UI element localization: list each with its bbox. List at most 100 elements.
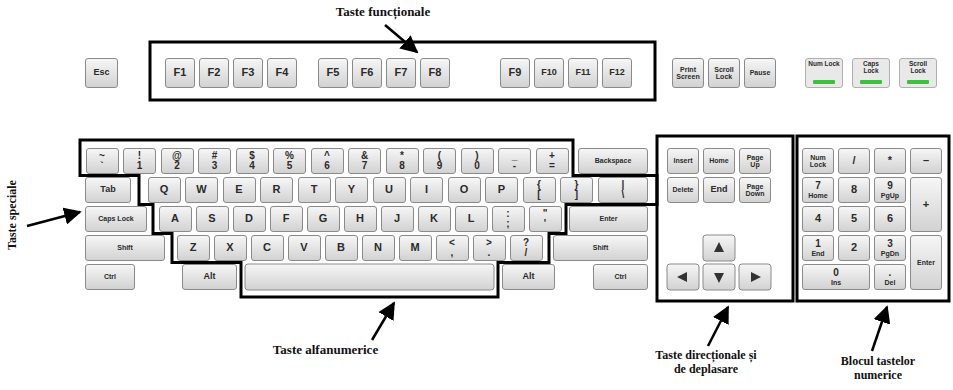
key-label: \ xyxy=(622,190,625,201)
key-cap: Alt xyxy=(182,264,237,290)
key-label: 5 xyxy=(287,161,293,172)
key-label: S xyxy=(208,213,215,225)
key-label: , xyxy=(451,248,454,259)
key-cap: 0Ins xyxy=(802,264,870,290)
key-label: > xyxy=(486,238,492,249)
key-label: K xyxy=(430,213,438,225)
key-label: F3 xyxy=(242,67,255,79)
key-cap: Num Lock xyxy=(802,148,834,174)
key-cap: Enter xyxy=(569,206,648,232)
key-label: Home xyxy=(709,157,728,164)
key-label: F6 xyxy=(361,67,374,79)
key-cap: * xyxy=(874,148,906,174)
key-label: C xyxy=(263,242,271,254)
group-label-text: Taste speciale xyxy=(5,180,19,250)
key-label: * xyxy=(888,155,892,167)
key-label: 9 xyxy=(437,161,443,172)
key-cap: + xyxy=(910,177,942,232)
key-cap: {[ xyxy=(523,177,556,203)
key-cap: Scroll Lock xyxy=(708,58,740,88)
key-label: J xyxy=(394,213,400,225)
key-cap: Page Up xyxy=(739,148,771,174)
key-label: R xyxy=(273,184,281,196)
key-label: Insert xyxy=(673,157,692,164)
key-label: $ xyxy=(249,151,255,162)
key-label: 1 xyxy=(815,239,821,250)
key-label: 2 xyxy=(851,242,857,254)
key-label: ? xyxy=(523,238,529,249)
key-cap: P xyxy=(485,177,518,203)
key-label: PgDn xyxy=(881,250,899,257)
key-cap: Ctrl xyxy=(593,264,648,290)
key-label: Q xyxy=(160,184,169,196)
key-label: Shift xyxy=(593,244,609,251)
key-cap: _- xyxy=(498,148,531,174)
key-cap: F5 xyxy=(318,58,348,88)
key-cap: Insert xyxy=(667,148,699,174)
key-cap: M xyxy=(399,235,432,261)
key-cap: 2 xyxy=(838,235,870,261)
key-label: Scroll Lock xyxy=(711,66,737,81)
key-cap: O xyxy=(448,177,481,203)
key-cap: !1 xyxy=(123,148,156,174)
key-cap: N xyxy=(362,235,395,261)
group-label-text: Taste alfanumerice xyxy=(273,342,378,357)
key-label: End xyxy=(711,185,728,194)
group-label: Taste speciale xyxy=(6,160,22,270)
key-cap: Esc xyxy=(85,58,118,88)
key-label: O xyxy=(460,184,469,196)
key-label: 3 xyxy=(212,161,218,172)
key-cap: 3PgDn xyxy=(874,235,906,261)
key-cap: |\ xyxy=(598,177,648,203)
group-label: Taste direcționale și de deplasare xyxy=(650,349,762,377)
key-cap: ^6 xyxy=(311,148,344,174)
key-label: 0 xyxy=(833,268,839,279)
key-label: F4 xyxy=(276,67,289,79)
key-label: Shift xyxy=(117,244,133,251)
key-label: + xyxy=(923,199,929,211)
key-cap: <, xyxy=(436,235,469,261)
key-label: Caps Lock xyxy=(98,215,133,222)
key-cap: Tab xyxy=(85,177,131,203)
key-cap: F2 xyxy=(199,58,229,88)
key-label: 7 xyxy=(815,181,821,192)
key-cap: F3 xyxy=(233,58,263,88)
key-cap: Alt xyxy=(502,264,555,290)
status-led xyxy=(813,80,835,84)
key-cap: 6 xyxy=(874,206,906,232)
key-label: I xyxy=(425,184,428,196)
key-label: ! xyxy=(138,151,141,162)
key-cap: H xyxy=(344,206,377,232)
key-cap: Page Down xyxy=(739,177,771,203)
key-label: F7 xyxy=(395,67,408,79)
key-label: V xyxy=(300,242,307,254)
space-bar xyxy=(245,264,494,290)
key-label: ) xyxy=(475,151,478,162)
key-cap: Shift xyxy=(553,235,648,261)
key-label: U xyxy=(385,184,393,196)
group-label: Taste alfanumerice xyxy=(258,343,393,358)
key-label: / xyxy=(525,248,528,259)
indicator-light: Caps Lock xyxy=(852,58,890,88)
key-cap: U xyxy=(373,177,406,203)
key-cap: B xyxy=(325,235,358,261)
key-label: End xyxy=(811,250,824,257)
key-label: F xyxy=(283,213,290,225)
key-cap: V xyxy=(288,235,321,261)
key-cap: ?/ xyxy=(510,235,543,261)
key-label: & xyxy=(361,151,368,162)
group-outline xyxy=(80,42,949,301)
key-cap: F9 xyxy=(500,58,530,88)
key-label: Enter xyxy=(917,259,935,266)
key-label: F10 xyxy=(541,68,557,77)
key-cap: "' xyxy=(529,206,562,232)
key-cap: – xyxy=(910,148,942,174)
key-cap: Caps Lock xyxy=(85,206,147,232)
key-label: X xyxy=(226,242,233,254)
key-cap: Ctrl xyxy=(85,264,135,290)
key-label: " xyxy=(543,209,548,220)
key-label: F5 xyxy=(327,67,340,79)
key-label: Scroll Lock xyxy=(902,61,934,75)
key-label: Del xyxy=(885,279,896,286)
